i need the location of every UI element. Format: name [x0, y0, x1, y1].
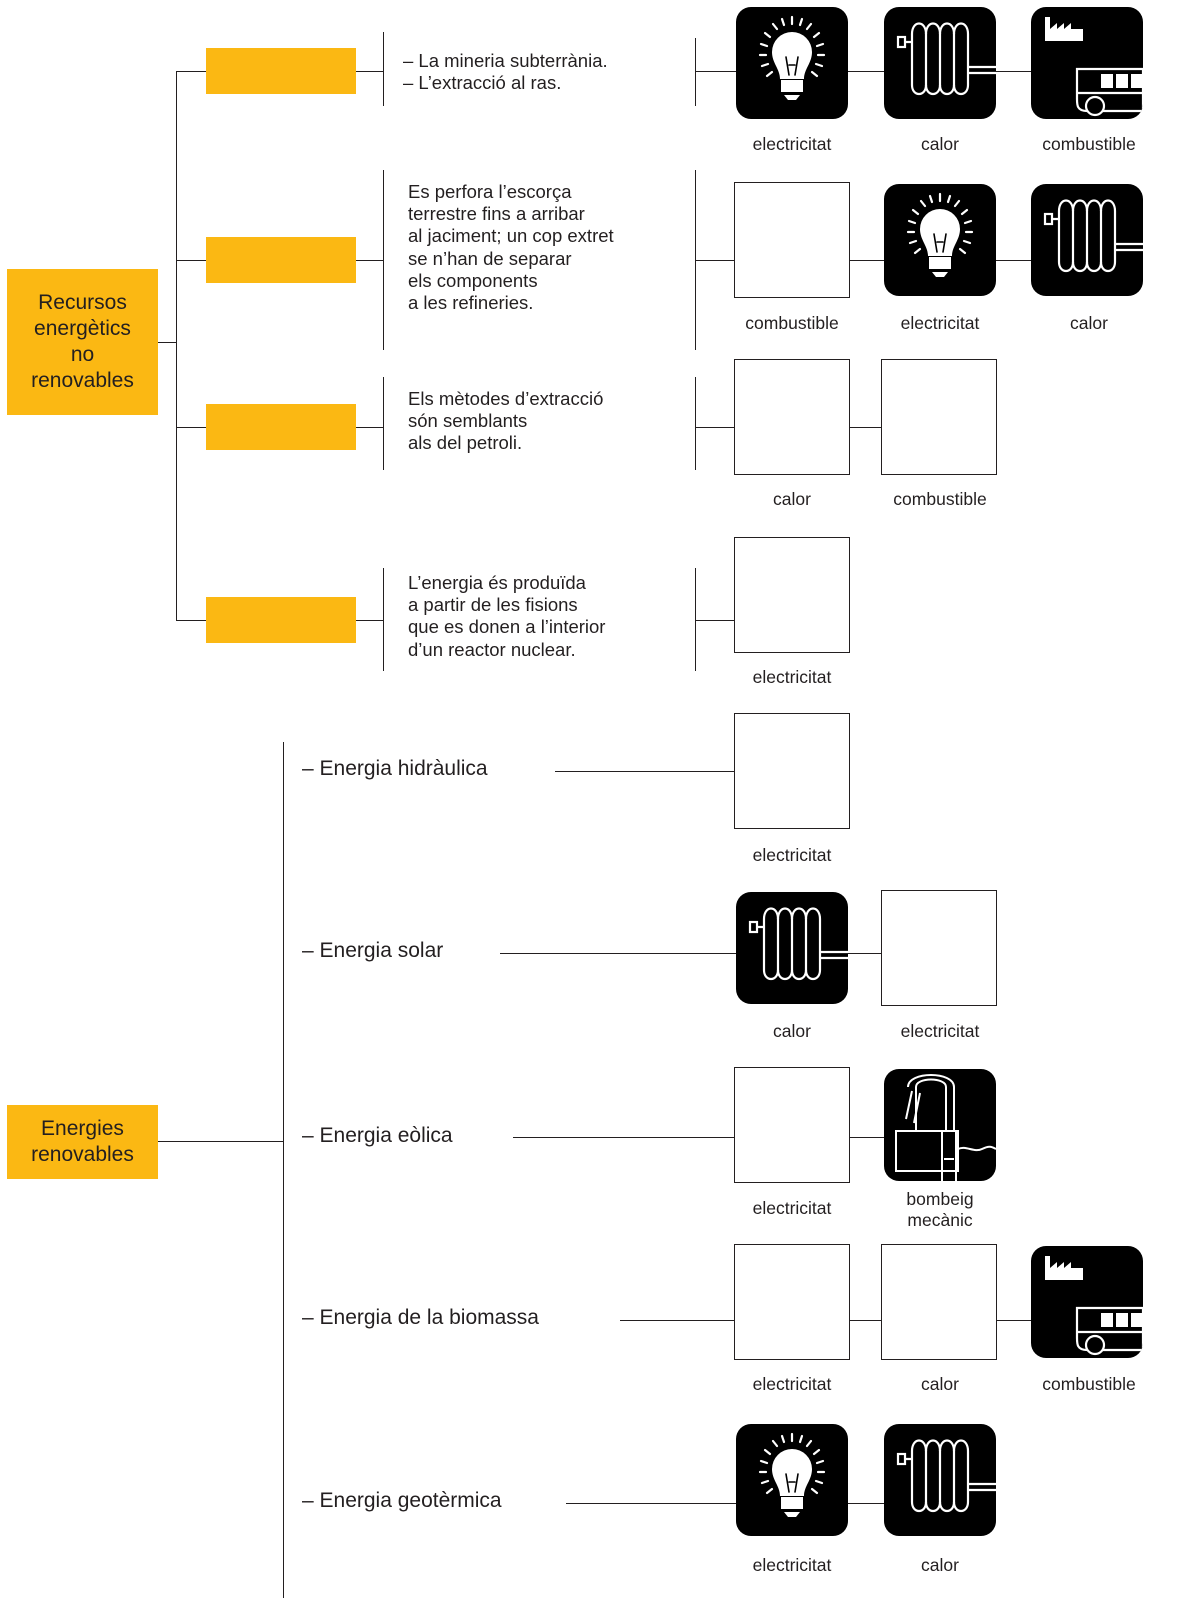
resource-description-3: Els mètodes d’extracció són semblants al… — [408, 388, 603, 455]
connector-line — [513, 1137, 886, 1139]
use-label: electricitat — [752, 1555, 832, 1575]
use-label: combustible — [893, 489, 987, 509]
description-line: als del petroli. — [408, 432, 523, 454]
description-line: són semblants — [408, 410, 528, 432]
empty-use-box[interactable] — [881, 359, 997, 475]
use-label: electricitat — [752, 1374, 832, 1394]
use-label-line: mecànic — [907, 1210, 973, 1230]
empty-use-box[interactable] — [881, 1244, 997, 1360]
connector-line — [555, 771, 735, 773]
description-line: – La mineria subterrània. — [403, 50, 608, 71]
category-label: renovables — [31, 369, 134, 393]
bracket-line — [383, 170, 385, 350]
category-label: Recursos — [38, 290, 127, 314]
use-label-line: bombeig — [906, 1189, 974, 1209]
description-line: terrestre fins a arribar — [408, 203, 585, 225]
bulb-icon — [736, 1424, 848, 1536]
description-line: els components — [408, 269, 538, 291]
connector-line — [158, 342, 176, 344]
radiator-icon — [884, 7, 996, 119]
renewable-category: Energies renovables — [7, 1105, 158, 1179]
connector-line — [695, 71, 1040, 73]
connector-line — [158, 1141, 284, 1143]
use-label: electricitat — [752, 134, 832, 154]
category-label: no — [70, 343, 95, 366]
radiator-icon — [884, 1424, 996, 1536]
empty-use-box[interactable] — [734, 537, 850, 653]
factory-bus-icon — [1031, 7, 1143, 119]
connector-line — [695, 260, 1040, 262]
use-label: calor — [1070, 313, 1108, 333]
bracket-line — [383, 568, 385, 671]
use-label: electricitat — [900, 1021, 980, 1041]
use-label: electricitat — [752, 667, 832, 687]
bracket-line — [695, 568, 697, 671]
tree-trunk-line — [176, 71, 178, 621]
use-label: calor — [921, 1555, 959, 1575]
connector-line — [695, 620, 735, 622]
source-geothermal: – Energia geotèrmica — [302, 1489, 502, 1513]
category-label: renovables — [31, 1143, 134, 1166]
bracket-line — [383, 377, 385, 470]
bracket-line — [283, 742, 285, 1598]
source-biomass: – Energia de la biomassa — [302, 1306, 539, 1330]
resource-description-2: Es perfora l’escorça terrestre fins a ar… — [408, 181, 614, 314]
bracket-line — [383, 32, 385, 106]
use-label: calor — [921, 1374, 959, 1394]
source-solar: – Energia solar — [302, 939, 444, 963]
use-label: bombeig mecànic — [906, 1189, 973, 1231]
resource-description-1: – La mineria subterrània. – L’extracció … — [403, 50, 608, 94]
empty-use-box[interactable] — [734, 1067, 850, 1183]
bulb-icon — [884, 184, 996, 296]
radiator-icon — [1031, 184, 1143, 296]
resource-slot-1[interactable] — [206, 48, 356, 94]
empty-use-box[interactable] — [734, 182, 850, 298]
resource-slot-2[interactable] — [206, 237, 356, 283]
resource-slot-3[interactable] — [206, 404, 356, 450]
use-label: calor — [773, 1021, 811, 1041]
empty-use-box[interactable] — [734, 1244, 850, 1360]
description-line: a partir de les fisions — [408, 594, 578, 616]
description-line: Es perfora l’escorça — [408, 181, 572, 202]
empty-use-box[interactable] — [734, 359, 850, 475]
connector-line — [566, 1503, 886, 1505]
bracket-line — [695, 377, 697, 470]
bulb-icon — [736, 7, 848, 119]
source-wind: – Energia eòlica — [302, 1124, 453, 1148]
use-label: combustible — [1042, 1374, 1136, 1394]
use-label: electricitat — [900, 313, 980, 333]
connector-line — [500, 953, 882, 955]
use-label: electricitat — [752, 845, 832, 865]
description-line: a les refineries. — [408, 291, 534, 313]
use-label: calor — [921, 134, 959, 154]
description-line: se n’han de separar — [408, 247, 572, 269]
category-label: Energies — [41, 1116, 124, 1140]
description-line: al jaciment; un cop extret — [408, 225, 614, 247]
resource-slot-4[interactable] — [206, 597, 356, 643]
use-label: combustible — [745, 313, 839, 333]
category-label: energètics — [34, 316, 131, 340]
empty-use-box[interactable] — [734, 713, 850, 829]
factory-bus-icon — [1031, 1246, 1143, 1358]
description-line: que es donen a l’interior — [408, 616, 606, 638]
use-label: electricitat — [752, 1198, 832, 1218]
non-renewable-category: Recursos energètics no renovables — [7, 269, 158, 415]
description-line: Els mètodes d’extracció — [408, 388, 604, 409]
source-hydraulic: – Energia hidràulica — [302, 757, 488, 781]
empty-use-box[interactable] — [881, 890, 997, 1006]
description-line: L’energia és produïda — [408, 572, 586, 593]
description-line: d’un reactor nuclear. — [408, 638, 576, 660]
use-label: combustible — [1042, 134, 1136, 154]
resource-description-4: L’energia és produïda a partir de les fi… — [408, 572, 605, 661]
use-label: calor — [773, 489, 811, 509]
water-pump-icon — [884, 1069, 996, 1181]
description-line: – L’extracció al ras. — [403, 72, 562, 94]
radiator-icon — [736, 892, 848, 1004]
